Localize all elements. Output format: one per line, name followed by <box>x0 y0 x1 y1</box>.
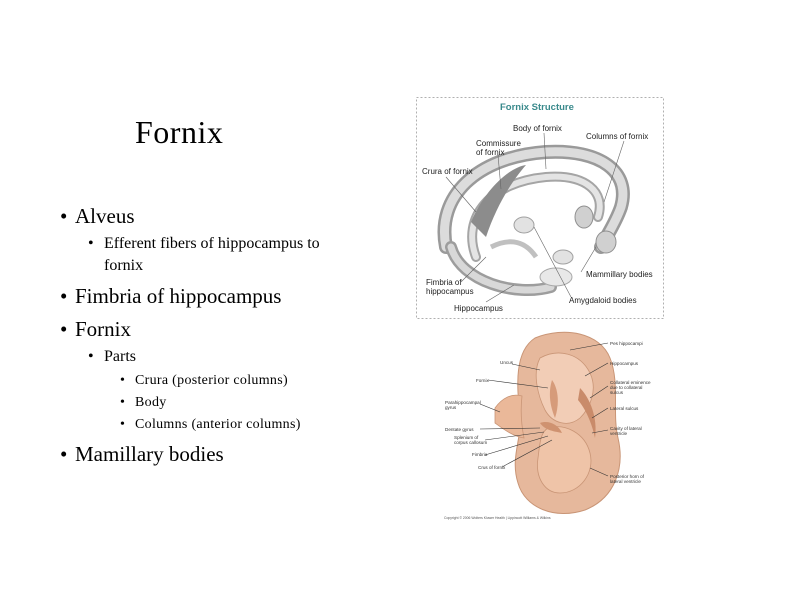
label-fimbria-2: hippocampus <box>426 287 474 296</box>
label-fornix-2: Fornix <box>476 378 489 383</box>
hippocampus-anatomy-figure: Pes hippocampi Uncus Hippocampus Fornix … <box>440 328 696 524</box>
label-dentate-gyrus: Dentate gyrus <box>445 427 474 432</box>
amygdaloid-body-right <box>552 249 574 265</box>
leader-lines <box>445 132 625 303</box>
label-crus-of-fornix: Crus of fornix <box>478 465 506 470</box>
bullet-body: • Body <box>120 395 167 410</box>
slide-title: Fornix <box>135 114 224 150</box>
pes-hippocampi-shape <box>535 352 594 424</box>
label-body-of-fornix: Body of fornix <box>513 124 562 133</box>
hippocampus-anatomy-illustration: Pes hippocampi Uncus Hippocampus Fornix … <box>444 331 651 520</box>
bullet-alveus: • Alveus <box>60 204 135 228</box>
label-uncus: Uncus <box>500 360 514 365</box>
label-pes-hippocampi: Pes hippocampi <box>610 341 643 346</box>
label-parahippocampal-2: gyrus <box>445 405 457 410</box>
fornix-structure-figure: Fornix Structure Bod <box>416 97 664 319</box>
crura-shape <box>471 165 526 237</box>
label-hippocampus-2: Hippocampus <box>610 361 639 366</box>
label-fimbria-2: Fimbria <box>472 452 488 457</box>
bullet-parts: • Parts <box>88 348 136 365</box>
label-hippocampus: Hippocampus <box>454 304 503 313</box>
lateral-ventricle-cavity <box>578 388 596 438</box>
amygdaloid-body-left <box>513 216 535 234</box>
label-splenium-1: Splenium of <box>454 435 479 440</box>
fornix-structure-diagram: Fornix Structure Bod <box>416 97 664 319</box>
label-fimbria-1: Fimbria of <box>426 278 462 287</box>
label-mammillary-bodies: Mammillary bodies <box>586 270 653 279</box>
figure-title: Fornix Structure <box>500 102 574 113</box>
label-commissure-1: Commissure <box>476 139 521 148</box>
label-splenium-2: corpus callosum <box>454 440 487 445</box>
parahippocampal-gyrus-shape <box>494 394 525 439</box>
bullet-fornix: • Fornix <box>60 317 132 341</box>
label-posterior-horn-1: Posterior horn of <box>610 474 645 479</box>
figure-copyright: Copyright © 2006 Wolters Kluwer Health |… <box>444 516 551 520</box>
label-cavity-2: ventricle <box>610 431 628 436</box>
label-parahippocampal-1: Parahippocampal <box>445 400 481 405</box>
label-crura-of-fornix: Crura of fornix <box>422 167 473 176</box>
label-columns-of-fornix: Columns of fornix <box>586 132 648 141</box>
bullet-crura: • Crura (posterior columns) <box>120 373 288 388</box>
label-lateral-sulcus: Lateral sulcus <box>610 406 639 411</box>
label-collateral-1: Collateral eminence <box>610 380 651 385</box>
bullet-efferent-fibers-cont: fornix <box>104 257 144 274</box>
label-collateral-3: sulcus <box>610 390 624 395</box>
label-amygdaloid-bodies: Amygdaloid bodies <box>569 296 637 305</box>
label-collateral-2: due to collateral <box>610 385 642 390</box>
bullet-efferent-fibers: • Efferent fibers of hippocampus to <box>88 235 320 252</box>
mammillary-body-left <box>574 205 594 229</box>
bullet-columns: • Columns (anterior columns) <box>120 417 301 432</box>
mammillary-body-right <box>595 230 617 254</box>
label-cavity-1: Cavity of lateral <box>610 426 642 431</box>
leader-lines <box>479 342 609 477</box>
label-commissure-2: of fornix <box>476 148 504 157</box>
bullet-fimbria: • Fimbria of hippocampus <box>60 284 282 308</box>
bullet-mamillary: • Mamillary bodies <box>60 442 224 466</box>
label-posterior-horn-2: lateral ventricle <box>610 479 641 484</box>
